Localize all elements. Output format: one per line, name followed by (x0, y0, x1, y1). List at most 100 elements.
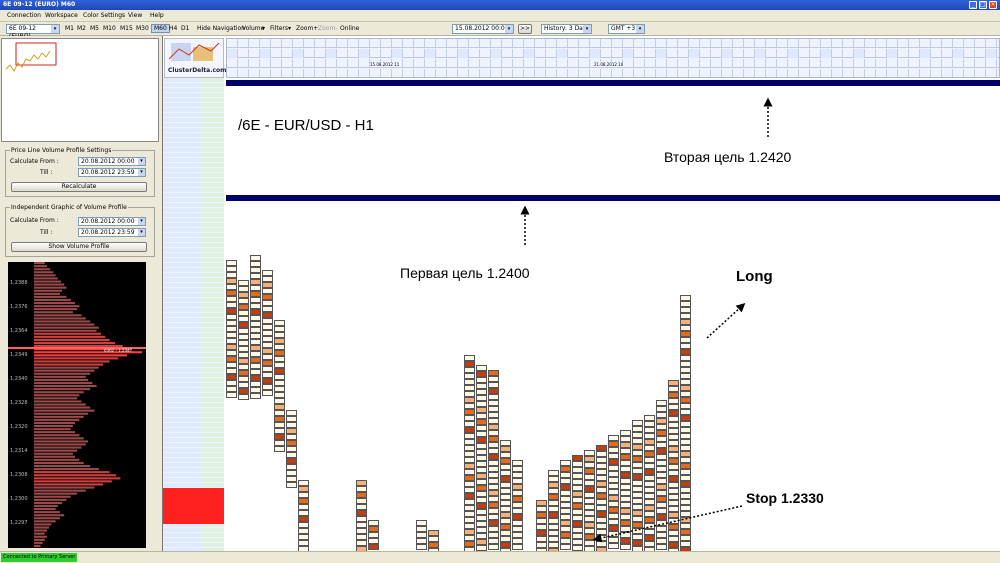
volume-profile-bar (34, 492, 78, 495)
minimap-viewport[interactable] (15, 42, 57, 66)
go-button[interactable]: >> (518, 24, 532, 34)
price-ladder-volume-cell (201, 218, 224, 222)
cluster-cell (608, 525, 619, 531)
cluster-cell (668, 380, 679, 386)
cluster-cell (238, 364, 249, 370)
cluster-cell (262, 366, 273, 372)
date-select[interactable]: 15.08.2012 00:00 ▾ (452, 24, 514, 34)
timeframe-m30[interactable]: M30 (136, 25, 149, 32)
cluster-cell (274, 428, 285, 434)
minimap-price-line (5, 50, 51, 72)
cluster-cell (560, 496, 571, 502)
timeframe-m15[interactable]: M15 (120, 25, 133, 32)
header-grid-cell (667, 59, 678, 68)
cluster-cell (488, 442, 499, 448)
cluster-cell (500, 452, 511, 458)
ig-calc-from-input[interactable]: 20.08.2012 00:00 ▾ (78, 217, 146, 226)
cluster-cell (274, 338, 285, 344)
volume-profile-bar (34, 277, 58, 280)
ig-till-input[interactable]: 20.08.2012 23:59 ▾ (78, 228, 146, 237)
timeframe-h4[interactable]: H4 (169, 25, 178, 32)
filters-menu[interactable]: Filters (270, 25, 288, 32)
cluster-cell (572, 533, 583, 539)
price-ladder-row (163, 103, 224, 107)
cluster-cell (476, 371, 487, 377)
maximize-button[interactable]: □ (979, 1, 987, 9)
timeframe-m1[interactable]: M1 (65, 25, 74, 32)
price-ladder-price-cell (163, 263, 201, 267)
online-button[interactable]: Online (340, 25, 360, 32)
volume-profile-bar (34, 455, 75, 458)
menu-color-settings[interactable]: Color Settings (83, 12, 126, 19)
cluster-cell (584, 528, 595, 534)
calc-from-input[interactable]: 20.08.2012 00:00 ▾ (78, 157, 146, 166)
volume-profile-price-label: 1,2328 (10, 400, 28, 406)
header-grid-cell (326, 69, 337, 77)
header-grid-cell (667, 39, 678, 48)
chevron-down-icon: ▾ (505, 25, 513, 33)
menu-help[interactable]: Help (150, 12, 164, 19)
timeframe-d1[interactable]: D1 (181, 25, 190, 32)
timeframe-m5[interactable]: M5 (90, 25, 99, 32)
zoom-in-button[interactable]: Zoom+ (296, 25, 319, 32)
price-ladder-volume-cell (201, 443, 224, 447)
timeframe-m2[interactable]: M2 (77, 25, 86, 32)
timeframe-m60[interactable]: M60 (151, 24, 170, 33)
volume-profile-bar (34, 332, 101, 335)
volume-menu[interactable]: Volume (242, 25, 265, 32)
till-input[interactable]: 20.08.2012 23:59 ▾ (78, 168, 146, 177)
header-grid-cell (777, 39, 788, 48)
menu-connection[interactable]: Connection (7, 12, 41, 19)
gmt-select[interactable]: GMT +3 ▾ (608, 24, 645, 34)
cluster-cell (608, 501, 619, 507)
cluster-cell (668, 524, 679, 530)
price-ladder-price-cell (163, 448, 201, 452)
navigator-minimap[interactable] (1, 38, 159, 142)
cluster-cell (298, 534, 309, 540)
cluster-cell (584, 492, 595, 498)
price-ladder-price-cell (163, 218, 201, 222)
price-ladder-price-cell (163, 163, 201, 167)
minimize-button[interactable]: _ (969, 1, 977, 9)
cluster-cell (226, 284, 237, 290)
timeframe-m10[interactable]: M10 (103, 25, 116, 32)
cluster-cell (226, 308, 237, 314)
price-ladder-price-cell (163, 108, 201, 112)
header-grid-cell (909, 59, 920, 68)
cluster-cell (584, 516, 595, 522)
cluster-cell (632, 492, 643, 498)
hide-navigation-button[interactable]: Hide Navigation (197, 25, 245, 32)
menu-bar: Connection Workspace Color Settings View… (0, 10, 1000, 22)
cluster-cell (356, 480, 367, 486)
header-grid-cell (326, 39, 337, 48)
price-ladder-price-cell (163, 228, 201, 232)
cluster-cell (560, 544, 571, 550)
header-grid-cell (304, 59, 315, 68)
price-ladder-volume-cell (201, 233, 224, 237)
history-select[interactable]: History: 3 Days ▾ (541, 24, 592, 34)
volume-profile-bar (34, 465, 91, 468)
cluster-cell (668, 386, 679, 392)
price-ladder-row (163, 453, 224, 457)
volume-profile-bar (34, 541, 43, 544)
zoom-out-button[interactable]: Zoom- (318, 25, 338, 32)
calc-from-value: 20.08.2012 00:00 (81, 158, 135, 165)
recalculate-button[interactable]: Recalculate (11, 182, 147, 192)
price-ladder-price-cell (163, 178, 201, 182)
volume-profile-bar (34, 335, 106, 338)
show-volume-profile-button[interactable]: Show Volume Profile (11, 242, 147, 252)
volume-profile-bar (34, 314, 82, 317)
menu-workspace[interactable]: Workspace (45, 12, 78, 19)
cluster-cell (262, 300, 273, 306)
price-ladder-row (163, 458, 224, 462)
close-button[interactable]: × (989, 1, 997, 9)
cluster-cell (548, 506, 559, 512)
menu-view[interactable]: View (128, 12, 143, 19)
cluster-cell (476, 467, 487, 473)
header-grid-cell (964, 39, 975, 48)
cluster-cell (536, 512, 547, 518)
price-ladder-volume-cell (201, 238, 224, 242)
price-ladder-price-cell (163, 353, 201, 357)
header-grid-cell (403, 69, 414, 77)
